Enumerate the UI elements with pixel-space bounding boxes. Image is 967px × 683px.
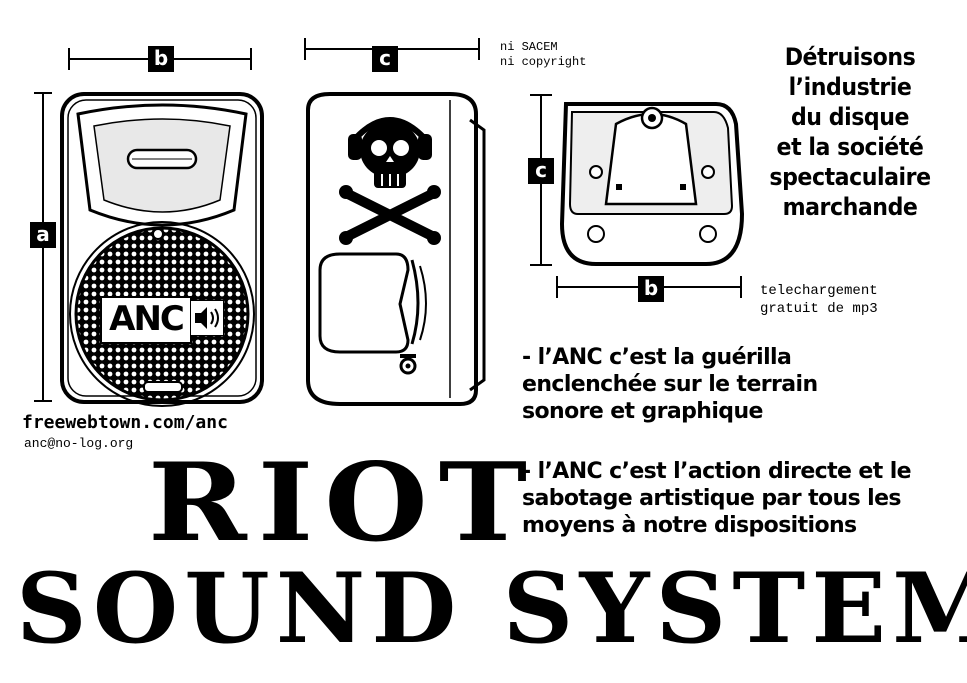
title-sound-system: SOUND SYSTEM [16,552,967,665]
no-sacem-text: ni SACEM [500,40,558,54]
download-note-line-1: telechargement [760,283,878,299]
side-speaker-drawing: c [290,30,500,420]
headline-line-5: spectaculaire [769,163,931,191]
title-riot: RIOT [148,440,539,566]
bullet-guerilla: - l’ANC c’est la guérilla enclenchée sur… [522,344,818,425]
headline-line-1: Détruisons [784,43,916,71]
anc-logo-text: ANC [100,296,192,344]
anc-logo: ANC [100,296,226,344]
contact-email[interactable]: anc@no-log.org [24,436,134,451]
bottom-speaker-drawing: c b [510,90,750,310]
dimension-c-label: c [372,46,398,72]
bullet-1-line-1: - l’ANC c’est la guérilla [522,345,792,370]
speaker-volume-icon [190,300,224,336]
skull-crossbones-icon [339,117,441,245]
top-notes: ni SACEM ni copyright [500,40,586,70]
bullet-1-line-2: enclenchée sur le terrain [522,372,818,397]
bullet-2-line-2: sabotage artistique par tous les [522,486,902,511]
contact-website[interactable]: freewebtown.com/anc [22,412,228,433]
bullet-2-line-1: - l’ANC c’est l’action directe et le [522,459,912,484]
side-speaker-cabinet [306,92,486,406]
bottom-speaker-cabinet [559,102,745,266]
headline-line-4: et la société [776,133,924,161]
dimension-c-label-2: c [528,158,554,184]
headline-line-2: l’industrie [788,73,912,101]
dimension-b-label: b [148,46,174,72]
dimension-b-label-2: b [638,276,664,302]
front-speaker-cabinet [60,92,264,407]
front-speaker-drawing: b a ANC [20,30,290,430]
bullet-1-line-3: sonore et graphique [522,399,763,424]
headline: Détruisons l’industrie du disque et la s… [749,42,951,222]
bullet-action-directe: - l’ANC c’est l’action directe et le sab… [522,458,912,539]
headline-line-6: marchande [782,193,918,221]
no-copyright-text: ni copyright [500,55,587,69]
bullet-2-line-3: moyens à notre dispositions [522,513,857,538]
dimension-a-label: a [30,222,56,248]
headline-line-3: du disque [790,103,910,131]
download-note-line-2: gratuit de mp3 [760,301,878,317]
download-note: telechargement gratuit de mp3 [760,282,878,318]
